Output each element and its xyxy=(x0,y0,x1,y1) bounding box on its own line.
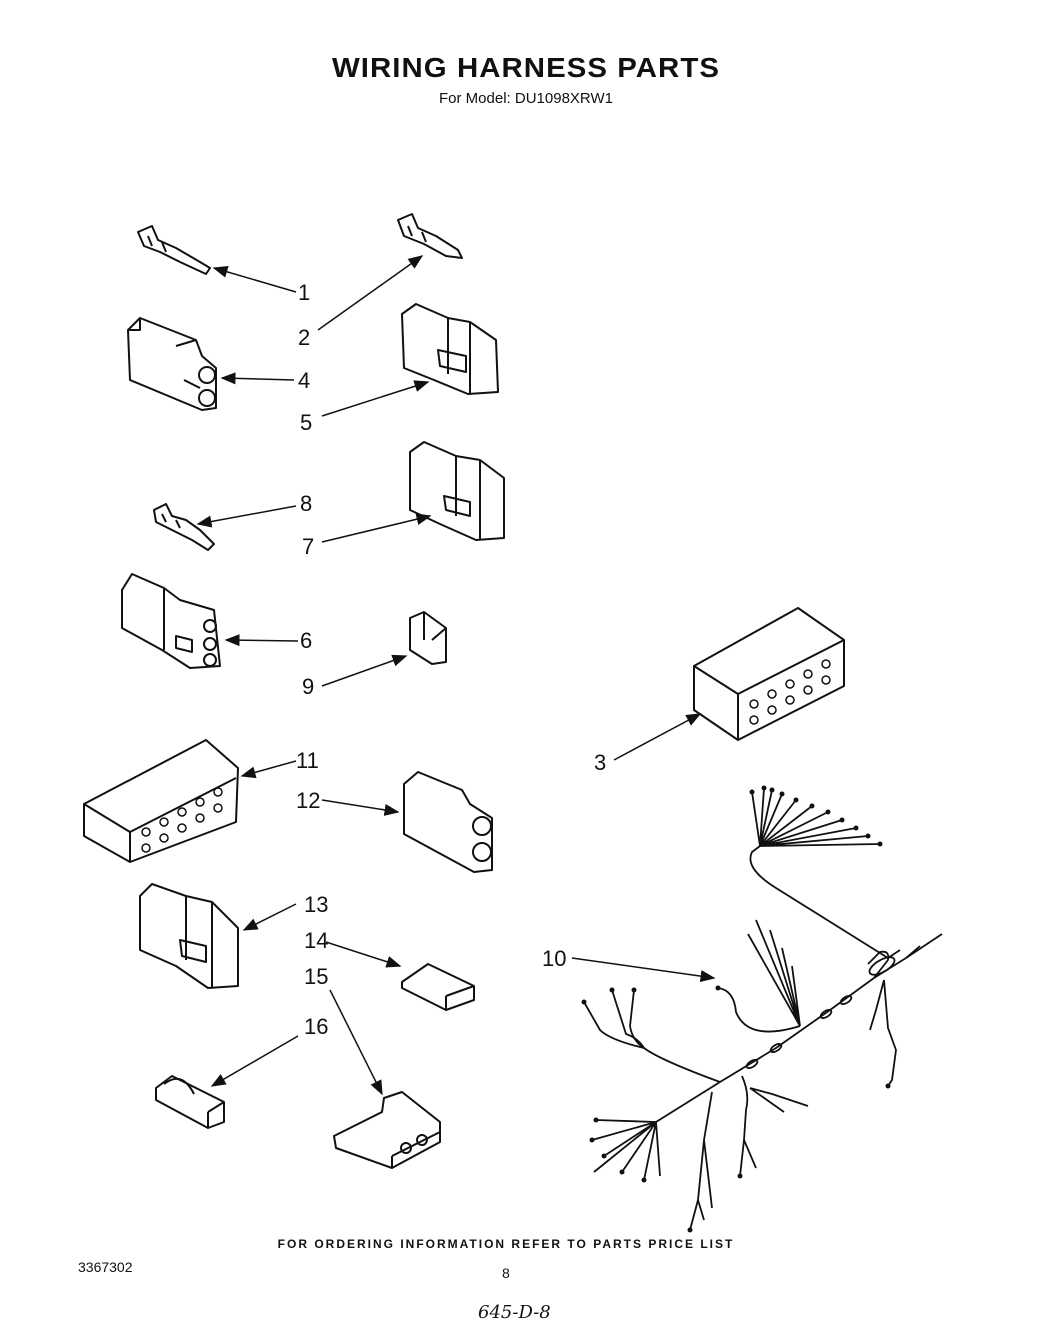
callout-5: 5 xyxy=(300,410,312,435)
leader-10 xyxy=(571,957,716,983)
part-7-connector xyxy=(409,441,505,541)
leader-2 xyxy=(317,255,424,331)
part-10-wiring-harness xyxy=(581,785,943,1233)
part-13-connector xyxy=(139,883,239,989)
callout-16: 16 xyxy=(304,1014,328,1039)
callout-10: 10 xyxy=(542,946,566,971)
callout-7: 7 xyxy=(302,534,314,559)
model-subtitle: For Model: DU1098XRW1 xyxy=(439,90,613,107)
leader-9 xyxy=(321,654,408,687)
leader-3 xyxy=(613,713,702,761)
leader-6 xyxy=(224,634,299,647)
part-11-connector xyxy=(83,739,239,863)
callout-4: 4 xyxy=(298,368,310,393)
callout-11: 11 xyxy=(296,748,319,773)
callout-3: 3 xyxy=(594,750,606,775)
part-5-connector xyxy=(401,303,499,395)
part-15-connector xyxy=(333,1091,441,1169)
callout-13: 13 xyxy=(304,892,328,917)
leader-12 xyxy=(321,799,400,816)
part-4-connector xyxy=(127,317,217,411)
callout-1: 1 xyxy=(298,280,310,305)
leader-1 xyxy=(212,266,297,293)
page-number: 8 xyxy=(502,1265,510,1281)
part-12-connector xyxy=(403,771,493,873)
part-3-connector xyxy=(693,607,845,741)
leader-15 xyxy=(329,989,383,1096)
leader-13 xyxy=(242,903,297,931)
part-2-terminal xyxy=(397,213,463,259)
part-6-connector xyxy=(121,573,221,669)
part-1-terminal xyxy=(137,225,211,275)
leader-8 xyxy=(196,505,297,528)
leader-4 xyxy=(220,372,295,385)
callout-9: 9 xyxy=(302,674,314,699)
document-number: 3367302 xyxy=(78,1259,133,1275)
leader-5 xyxy=(321,380,430,417)
part-8-terminal xyxy=(153,503,215,551)
leader-16 xyxy=(210,1035,299,1087)
callout-8: 8 xyxy=(300,491,312,516)
callout-15: 15 xyxy=(304,964,328,989)
part-9-clip xyxy=(409,611,447,665)
page-title: WIRING HARNESS PARTS xyxy=(332,52,720,83)
handwritten-code: 645-D-8 xyxy=(478,1302,551,1323)
part-14-insulator xyxy=(401,963,475,1011)
leader-11 xyxy=(240,760,297,779)
leader-14 xyxy=(325,941,402,968)
callout-2: 2 xyxy=(298,325,310,350)
callout-12: 12 xyxy=(296,788,320,813)
callout-6: 6 xyxy=(300,628,312,653)
ordering-note: FOR ORDERING INFORMATION REFER TO PARTS … xyxy=(277,1237,735,1251)
callout-14: 14 xyxy=(304,928,328,953)
part-16-connector xyxy=(155,1075,225,1129)
leader-7 xyxy=(321,513,432,543)
